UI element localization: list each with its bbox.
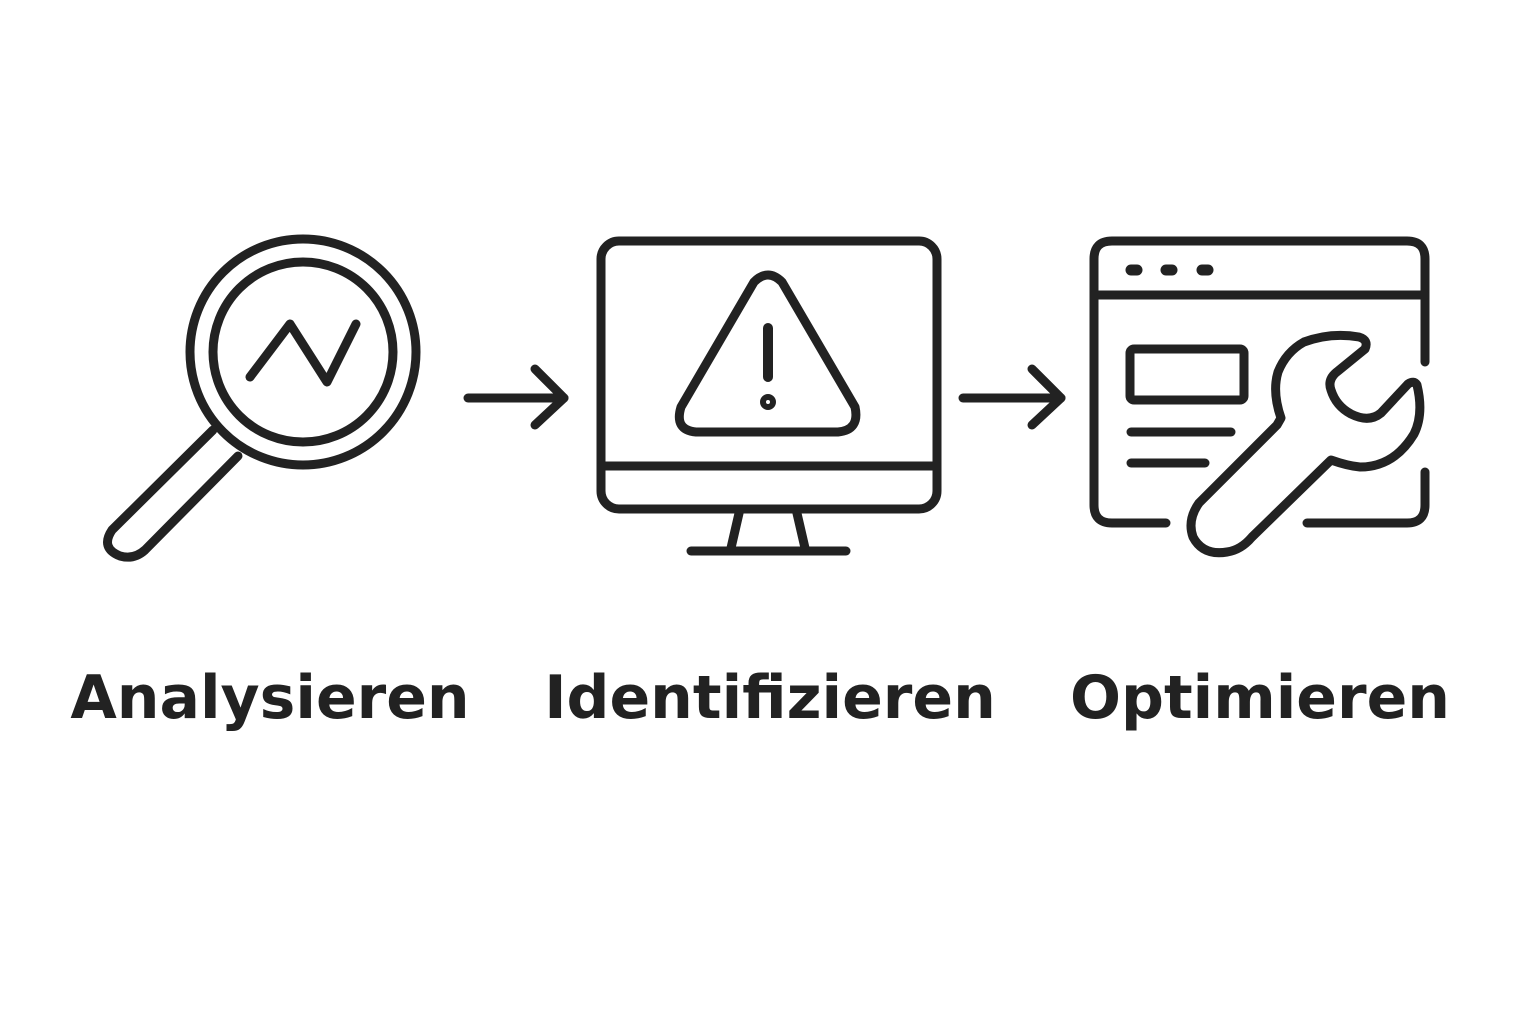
magnifier-handle [103,425,243,562]
wrench [1186,330,1425,558]
warning-exclamation-dot [760,394,776,410]
step-label-optimieren: Optimieren [1070,663,1450,733]
step-label-identifizieren: Identifizieren [544,663,996,733]
monitor-stand-left [726,504,745,553]
warning-triangle [674,270,861,437]
magnifier-outer-ring [185,234,421,470]
browser-frame [1089,236,1430,528]
magnifier-inner-ring [208,257,398,447]
browser-content-box [1125,344,1249,405]
monitor-stand-right [791,504,810,553]
monitor-screen [596,236,942,514]
trend-line [245,319,361,387]
step-label-analysieren: Analysieren [70,663,470,733]
